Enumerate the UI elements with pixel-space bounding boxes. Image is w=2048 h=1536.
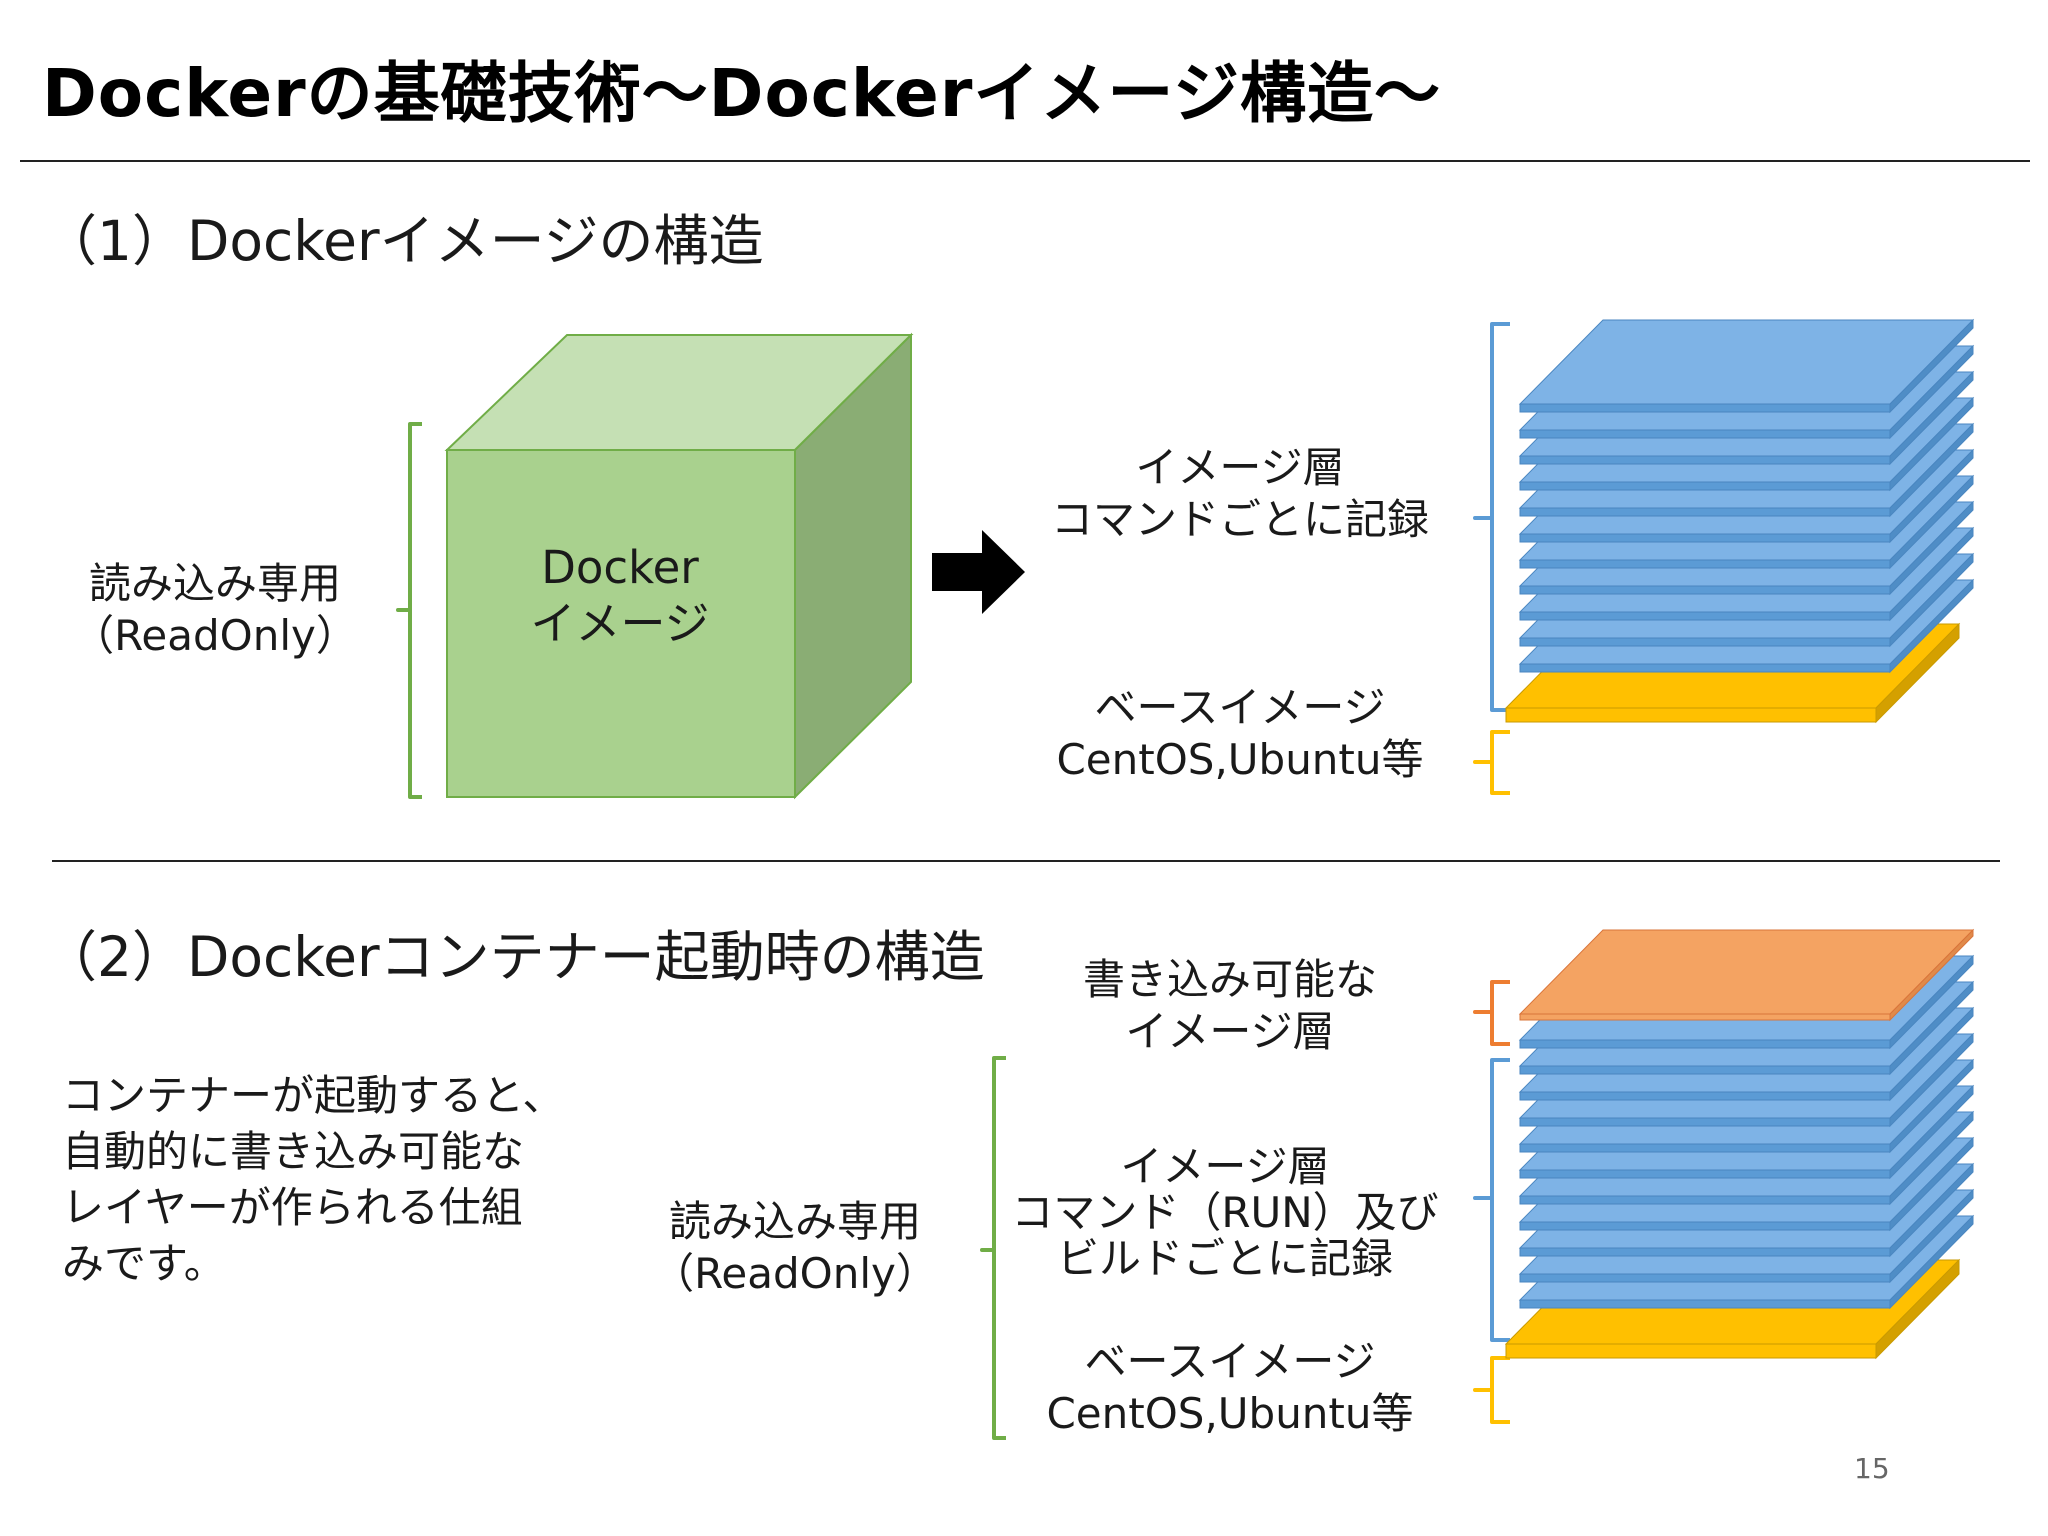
s1-readonly-label: 読み込み専用 （ReadOnly） — [70, 558, 360, 662]
s1-image-layer-line2: コマンドごとに記録 — [1050, 495, 1429, 544]
image-layer-stack-1 — [1504, 318, 1975, 724]
s2-writable-layer-label: 書き込み可能な イメージ層 — [1030, 954, 1430, 1058]
slide-title: Dockerの基礎技術〜Dockerイメージ構造〜 — [42, 55, 1442, 132]
s1-base-image-line1: ベースイメージ — [1094, 683, 1386, 732]
cube-label: Docker イメージ — [470, 540, 770, 652]
image-layer-1-front — [1519, 663, 1891, 673]
base-image-bracket-2 — [1473, 1356, 1510, 1424]
image-layer-11 — [1518, 318, 1975, 414]
image-layer-5-front — [1519, 559, 1891, 569]
writable-layer — [1518, 928, 1975, 1022]
docker-image-cube — [444, 332, 914, 800]
s2-description-line1: コンテナーが起動すると、 — [62, 1071, 565, 1120]
s2-readonly-line2: （ReadOnly） — [652, 1249, 938, 1298]
image-layer-8-front — [1519, 481, 1891, 491]
image-layer-6-front — [1519, 533, 1891, 543]
image-layer-6-front — [1519, 1169, 1891, 1179]
s1-readonly-line1: 読み込み専用 — [88, 559, 341, 608]
image-layer-7-front — [1519, 507, 1891, 517]
s2-writable-line1: 書き込み可能な — [1082, 955, 1377, 1004]
s2-image-layer-line2: コマンド（RUN）及び — [1011, 1188, 1439, 1237]
cube-front-face — [446, 449, 796, 798]
s2-base-image-line1: ベースイメージ — [1084, 1337, 1376, 1386]
image-layer-5-front — [1519, 1195, 1891, 1205]
image-layer-2-front — [1519, 637, 1891, 647]
image-layer-10-front — [1519, 1065, 1891, 1075]
image-layer-1-front — [1519, 1299, 1891, 1309]
writable-layer-bracket — [1473, 980, 1510, 1046]
image-layer-11-front — [1519, 1039, 1891, 1049]
image-layer-8-front — [1519, 1117, 1891, 1127]
image-layer-9-front — [1519, 455, 1891, 465]
image-layer-stack-2 — [1504, 928, 1975, 1360]
title-divider — [20, 160, 2030, 162]
s1-base-image-label: ベースイメージ CentOS,Ubuntu等 — [1030, 682, 1450, 786]
s2-base-image-label: ベースイメージ CentOS,Ubuntu等 — [1020, 1336, 1440, 1440]
image-layer-2-front — [1519, 1273, 1891, 1283]
s2-image-layer-line3: ビルドごとに記録 — [1056, 1234, 1393, 1283]
image-layer-9-front — [1519, 1091, 1891, 1101]
s2-base-image-line2: CentOS,Ubuntu等 — [1046, 1389, 1414, 1438]
s2-description-line4: みです。 — [62, 1239, 226, 1288]
writable-layer-front — [1519, 1013, 1891, 1021]
readonly-bracket-2 — [980, 1056, 1006, 1440]
image-layer-4-front — [1519, 1221, 1891, 1231]
s2-image-layer-label: イメージ層 コマンド（RUN）及び ビルドごとに記録 — [1010, 1144, 1440, 1282]
s1-image-layer-line1: イメージ層 — [1135, 443, 1345, 492]
right-arrow — [932, 530, 1025, 614]
s1-base-image-line2: CentOS,Ubuntu等 — [1056, 735, 1424, 784]
readonly-bracket — [396, 422, 422, 799]
s2-image-layer-line1: イメージ層 — [1120, 1142, 1330, 1191]
s2-description-line3: レイヤーが作られる仕組 — [62, 1183, 523, 1232]
s2-description: コンテナーが起動すると、 自動的に書き込み可能な レイヤーが作られる仕組 みです… — [62, 1068, 622, 1292]
cube-label-line2: イメージ — [530, 597, 710, 650]
s1-readonly-line2: （ReadOnly） — [72, 611, 358, 660]
image-layer-bracket-2 — [1473, 1058, 1510, 1342]
s2-readonly-line1: 読み込み専用 — [668, 1197, 921, 1246]
base-layer-front — [1505, 1343, 1877, 1359]
image-layer-10-front — [1519, 429, 1891, 439]
image-layer-11-front — [1519, 403, 1891, 413]
s1-image-layer-label: イメージ層 コマンドごとに記録 — [1030, 442, 1450, 546]
s2-readonly-label: 読み込み専用 （ReadOnly） — [650, 1196, 940, 1300]
image-layer-3-front — [1519, 1247, 1891, 1257]
image-layer-4-front — [1519, 585, 1891, 595]
image-layer-3-front — [1519, 611, 1891, 621]
page-number: 15 — [1854, 1452, 1890, 1485]
cube-label-line1: Docker — [541, 541, 699, 594]
section2-heading: （2）Dockerコンテナー起動時の構造 — [42, 925, 985, 989]
s2-description-line2: 自動的に書き込み可能な — [62, 1127, 525, 1176]
image-layer-7-front — [1519, 1143, 1891, 1153]
image-layer-bracket — [1473, 322, 1510, 712]
section-divider — [52, 860, 2000, 862]
section1-heading: （1）Dockerイメージの構造 — [42, 209, 764, 273]
base-layer-front — [1505, 707, 1877, 723]
base-image-bracket — [1473, 730, 1510, 795]
s2-writable-line2: イメージ層 — [1125, 1007, 1335, 1056]
